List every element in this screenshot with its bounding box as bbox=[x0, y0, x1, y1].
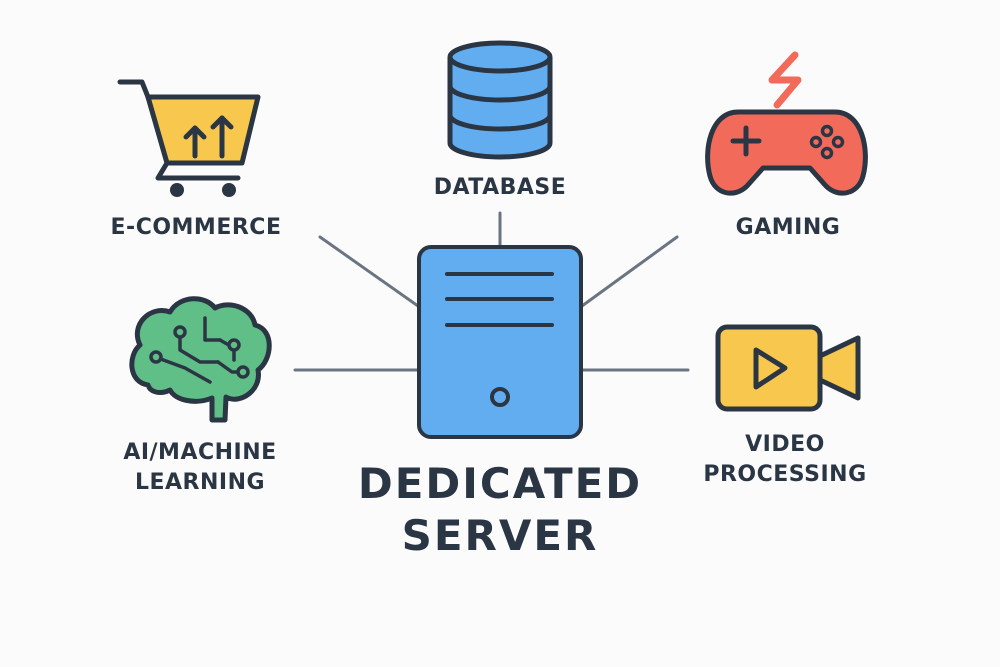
shopping-cart-icon bbox=[117, 79, 261, 197]
video-processing-label: VIDEO PROCESSING bbox=[685, 430, 885, 490]
database-icon bbox=[447, 40, 553, 160]
connector-ecommerce bbox=[318, 235, 420, 308]
video-camera-icon bbox=[715, 324, 861, 412]
ai-ml-label-line2: LEARNING bbox=[134, 470, 266, 495]
video-processing-label-line2: PROCESSING bbox=[703, 462, 867, 487]
brain-icon bbox=[129, 296, 272, 423]
ai-ml-label: AI/MACHINE LEARNING bbox=[100, 438, 300, 498]
server-icon bbox=[417, 245, 583, 439]
title-line1: DEDICATED bbox=[357, 459, 643, 508]
gaming-label: GAMING bbox=[735, 215, 841, 240]
ecommerce-label: E-COMMERCE bbox=[110, 215, 282, 240]
gamepad-icon bbox=[705, 109, 868, 196]
ai-ml-label-line1: AI/MACHINE bbox=[123, 440, 277, 465]
lightning-icon bbox=[768, 51, 802, 109]
database-label: DATABASE bbox=[433, 175, 567, 200]
title-line2: SERVER bbox=[401, 511, 599, 560]
connector-gaming bbox=[580, 235, 679, 308]
dedicated-server-title: DEDICATED SERVER bbox=[340, 458, 660, 562]
video-processing-label-line1: VIDEO bbox=[745, 432, 825, 457]
